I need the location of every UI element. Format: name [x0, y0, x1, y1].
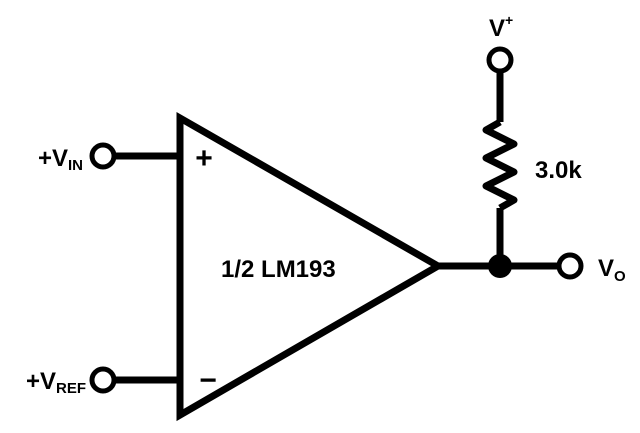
- vin-terminal: [89, 142, 117, 170]
- vo-label: VO: [598, 255, 626, 285]
- vplus-label-superscript: +: [505, 12, 513, 28]
- vref-label-subscript: REF: [56, 380, 86, 397]
- vo-terminal: [556, 252, 584, 280]
- vplus-label-base: V: [489, 15, 505, 42]
- vref-label-prefix: +V: [26, 368, 56, 395]
- vo-label-subscript: O: [614, 268, 626, 285]
- vin-label-subscript: IN: [68, 157, 83, 174]
- noninverting-sign: +: [195, 142, 213, 175]
- pullup-resistor: [482, 118, 518, 212]
- output-junction-dot: [488, 254, 512, 278]
- vo-label-base: V: [598, 255, 614, 282]
- inverting-sign: −: [199, 364, 217, 397]
- resistor-value-label: 3.0k: [535, 157, 582, 184]
- vin-label-prefix: +V: [38, 145, 68, 172]
- vref-terminal: [89, 366, 117, 394]
- part-label: 1/2 LM193: [221, 256, 336, 283]
- vref-label: +VREF: [26, 368, 86, 397]
- vin-label: +VIN: [38, 145, 83, 174]
- vplus-terminal: [486, 46, 514, 74]
- vplus-label: V+: [489, 12, 513, 42]
- comparator-body: [176, 111, 446, 422]
